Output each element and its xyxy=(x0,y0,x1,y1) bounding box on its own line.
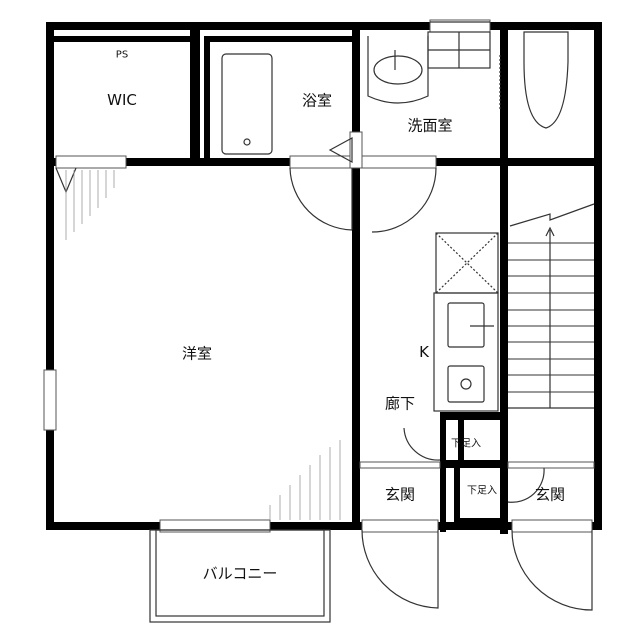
stair-treads xyxy=(508,242,594,393)
fixtures xyxy=(55,21,595,623)
hatching xyxy=(65,170,341,520)
kitchen-label: K xyxy=(419,343,429,361)
wic-label: WIC xyxy=(107,91,137,109)
shoe-box-2-label: 下足入 xyxy=(467,485,497,497)
bath-label: 浴室 xyxy=(301,91,333,110)
openings xyxy=(43,19,595,533)
washroom-label: 洗面室 xyxy=(407,116,453,135)
entrance-2-label: 玄関 xyxy=(534,485,566,504)
ps-label: PS xyxy=(115,49,129,61)
hallway-label: 廊下 xyxy=(384,394,416,413)
shoe-box-1-label: 下足入 xyxy=(451,438,481,450)
entrance-1-label: 玄関 xyxy=(384,485,416,504)
western-room-label: 洋室 xyxy=(181,344,213,363)
balcony-label: バルコニー xyxy=(202,564,278,583)
